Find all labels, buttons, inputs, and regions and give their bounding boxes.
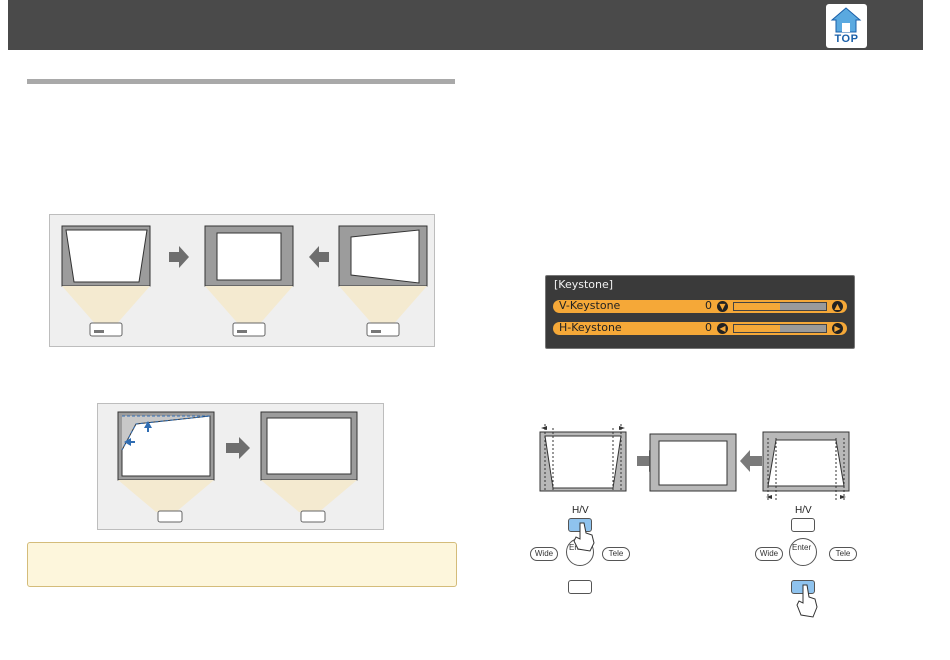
note-box bbox=[27, 542, 457, 587]
top-button[interactable]: TOP bbox=[826, 4, 867, 48]
v-keystone-row[interactable]: V-Keystone 0 ▼ ▲ bbox=[553, 300, 847, 313]
v-keystone-value: 0 bbox=[705, 299, 712, 312]
section-rule bbox=[27, 79, 455, 84]
h-keystone-row[interactable]: H-Keystone 0 ◀ ▶ bbox=[553, 322, 847, 335]
v-keystone-slider[interactable] bbox=[733, 302, 827, 311]
quick-corner-figure bbox=[97, 403, 384, 530]
v-keystone-label: V-Keystone bbox=[559, 299, 620, 312]
down-arrow-icon[interactable]: ▼ bbox=[717, 301, 728, 312]
top-label: TOP bbox=[826, 33, 867, 45]
h-keystone-label: H-Keystone bbox=[559, 321, 622, 334]
left-arrow-icon[interactable]: ◀ bbox=[717, 323, 728, 334]
up-arrow-icon[interactable]: ▲ bbox=[832, 301, 843, 312]
h-keystone-value: 0 bbox=[705, 321, 712, 334]
keystone-figure bbox=[49, 214, 435, 347]
keystone-menu: [Keystone] V-Keystone 0 ▼ ▲ H-Keystone 0… bbox=[545, 275, 855, 349]
h-keystone-fill bbox=[734, 325, 780, 332]
h-keystone-slider[interactable] bbox=[733, 324, 827, 333]
remote-control-left: H/V Wide Enter Tele bbox=[530, 505, 640, 600]
keystone-menu-title: [Keystone] bbox=[554, 278, 613, 291]
right-arrow-icon[interactable]: ▶ bbox=[832, 323, 843, 334]
page-header bbox=[8, 0, 923, 50]
pointing-hand-icon-right bbox=[753, 505, 863, 625]
vertical-correction-figure bbox=[533, 420, 853, 505]
pointing-hand-icon bbox=[530, 505, 640, 600]
remote-control-right: H/V Wide Enter Tele bbox=[753, 505, 863, 625]
v-keystone-fill bbox=[734, 303, 780, 310]
